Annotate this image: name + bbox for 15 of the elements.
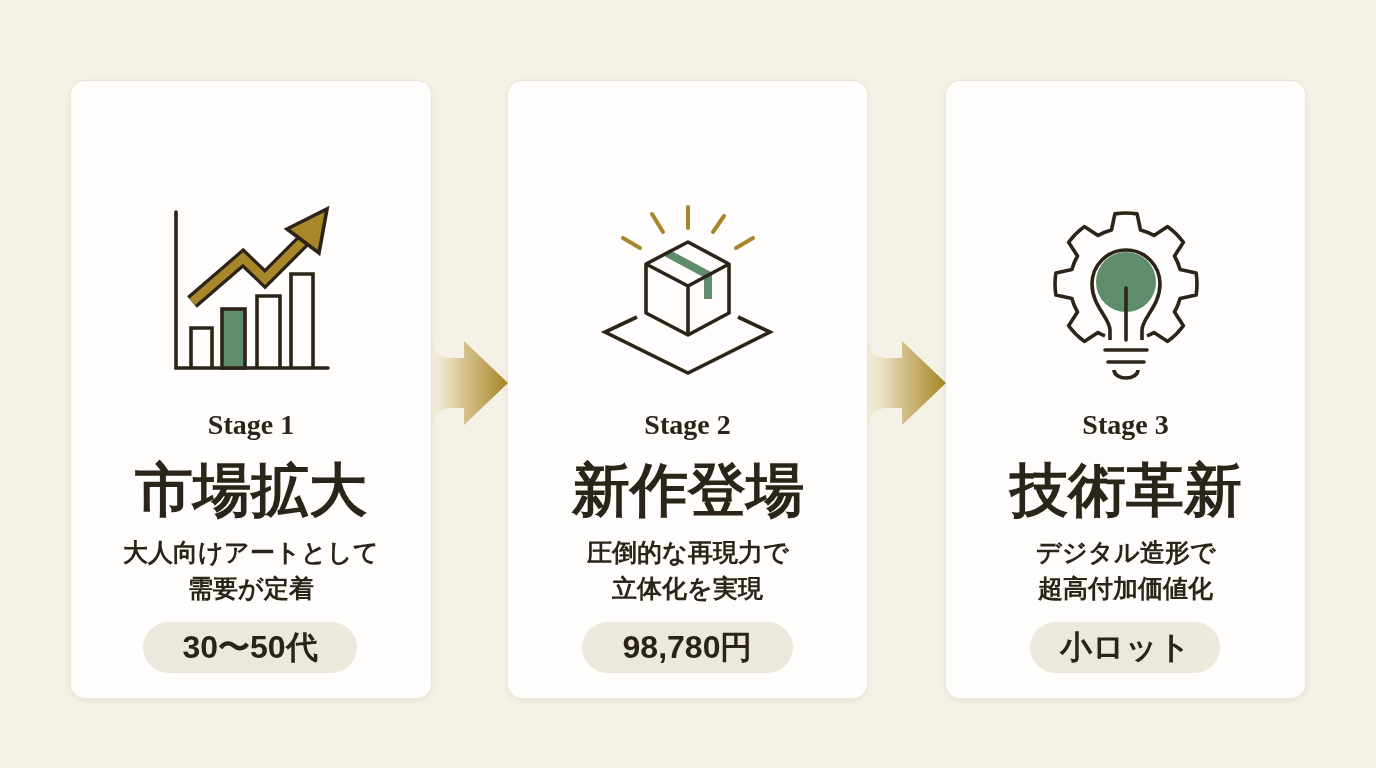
card-title: 市場拡大 — [135, 457, 367, 523]
tag-pill: 30〜50代 — [143, 622, 357, 673]
tag-pill: 98,780円 — [582, 622, 793, 673]
card-title: 技術革新 — [1009, 457, 1242, 523]
description-text: 圧倒的な再現力で立体化を実現 — [585, 537, 790, 604]
stage-card — [508, 81, 867, 698]
tag-pill: 小ロット — [1030, 622, 1220, 673]
stage-card — [946, 81, 1305, 698]
card-title: 新作登場 — [571, 457, 804, 523]
stage-card — [71, 81, 431, 698]
description-text: 大人向けアートとして需要が定着 — [123, 537, 379, 604]
stage-label: Stage 2 — [644, 408, 731, 442]
stage-label: Stage 1 — [207, 408, 295, 442]
stage-label: Stage 3 — [1082, 408, 1169, 442]
description-text: デジタル造形で超高付加価値化 — [1035, 537, 1216, 604]
